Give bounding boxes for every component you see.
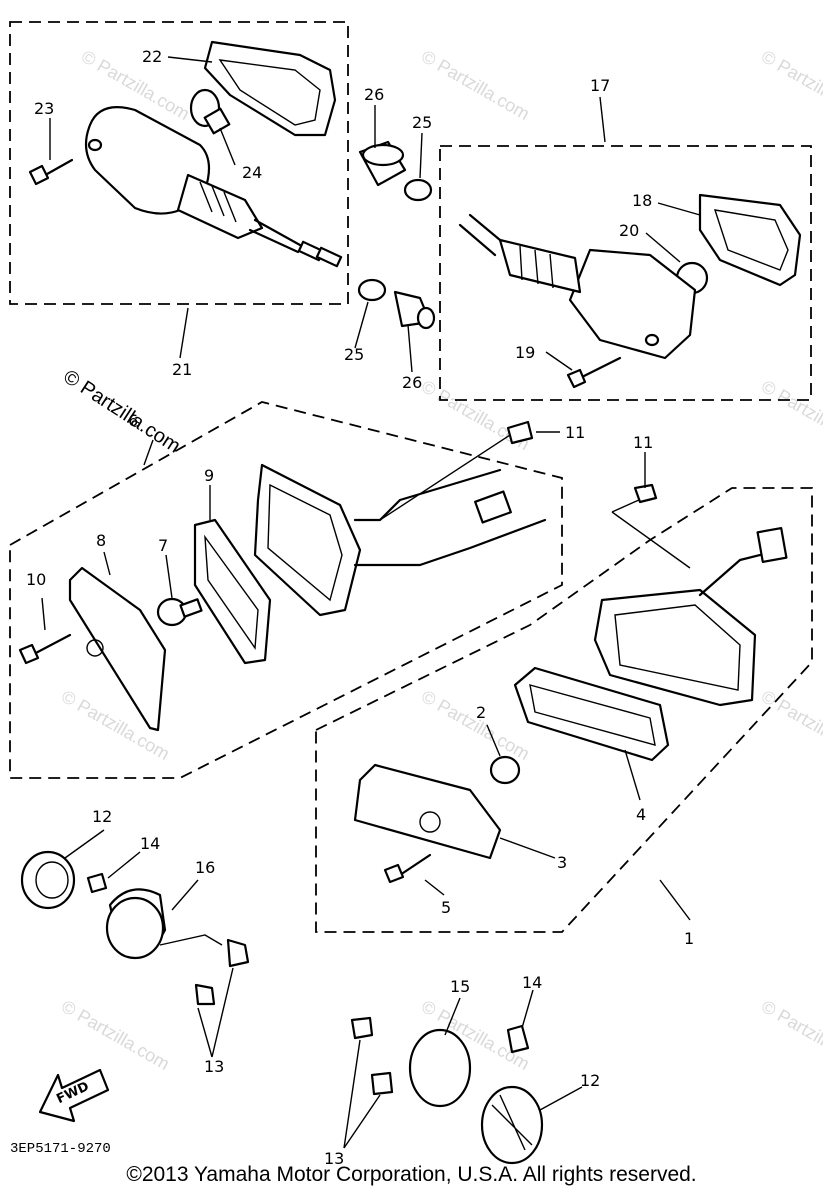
reflector-left-assembly (20, 850, 250, 1006)
callout-15: 15 (450, 977, 470, 996)
callout-19: 19 (515, 343, 535, 362)
callout-11a: 11 (565, 423, 585, 442)
callout-1: 1 (684, 929, 694, 948)
callout-23: 23 (34, 99, 54, 118)
watermark-main: © Partzilla.com (59, 366, 184, 458)
callout-16: 16 (195, 858, 215, 877)
callout-14b: 14 (522, 973, 542, 992)
watermark-text: © Partzilla.com (758, 376, 823, 454)
callout-21: 21 (172, 360, 192, 379)
callout-9: 9 (204, 466, 214, 485)
callout-25b: 25 (344, 345, 364, 364)
callout-8: 8 (96, 531, 106, 550)
callout-13a: 13 (204, 1057, 224, 1076)
callout-26b: 26 (402, 373, 422, 392)
callout-18: 18 (632, 191, 652, 210)
callout-2: 2 (476, 703, 486, 722)
callout-20: 20 (619, 221, 639, 240)
callout-11b: 11 (633, 433, 653, 452)
callout-26a: 26 (364, 85, 384, 104)
callout-6: 6 (128, 411, 138, 430)
callout-10: 10 (26, 570, 46, 589)
watermark-text: © Partzilla.com (418, 686, 533, 764)
callout-25a: 25 (412, 113, 432, 132)
callout-12a: 12 (92, 807, 112, 826)
callout-4: 4 (636, 805, 646, 824)
front-left-flasher-assembly (9, 21, 349, 305)
callout-labels: 1 2 3 4 5 6 7 8 9 10 11 11 12 12 13 13 1… (26, 47, 694, 1168)
callout-17: 17 (590, 76, 610, 95)
callout-13b: 13 (324, 1149, 344, 1168)
watermark-text: © Partzilla.com (758, 686, 823, 764)
callout-7: 7 (158, 536, 168, 555)
reflector-right-assembly (350, 1016, 544, 1165)
watermark-text: © Partzilla.com (758, 46, 823, 124)
watermark-text: © Partzilla.com (758, 996, 823, 1074)
callout-14a: 14 (140, 834, 160, 853)
callout-24: 24 (242, 163, 262, 182)
callout-12b: 12 (580, 1071, 600, 1090)
callout-3: 3 (557, 853, 567, 872)
copyright-notice: ©2013 Yamaha Motor Corporation, U.S.A. A… (126, 1163, 697, 1186)
front-right-flasher-assembly (439, 145, 812, 401)
grommet-nut-parts (357, 140, 436, 330)
rear-right-flasher-assembly (315, 483, 813, 933)
forward-direction-arrow: FWD (38, 1068, 110, 1123)
leader-lines (41, 56, 701, 1149)
callout-22: 22 (142, 47, 162, 66)
diagram-code: 3EP5171-9270 (10, 1141, 111, 1157)
rear-left-flasher-assembly (9, 401, 563, 779)
watermark-text: © Partzilla.com (418, 46, 533, 124)
callout-5: 5 (441, 898, 451, 917)
watermark-text: © Partzilla.com (58, 996, 173, 1074)
